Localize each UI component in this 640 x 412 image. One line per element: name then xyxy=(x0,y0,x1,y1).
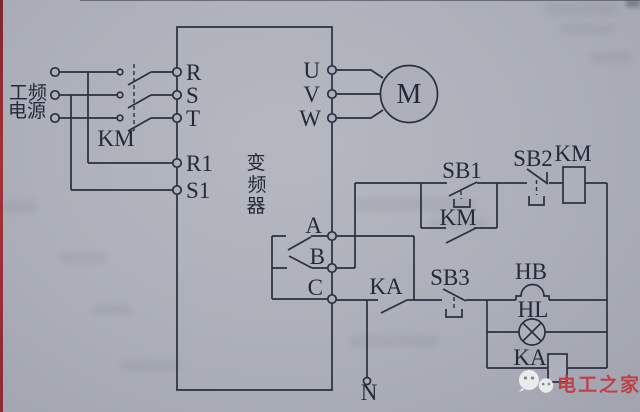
km-main-label: KM xyxy=(97,126,134,151)
km-coil-label: KM xyxy=(554,141,591,166)
sb1-button-cap xyxy=(453,199,471,208)
terminal-label-v: V xyxy=(303,82,320,107)
ka-coil xyxy=(547,353,568,383)
page-edge-red-line xyxy=(0,0,3,412)
wiring xyxy=(59,26,608,391)
terminal-label-n: N xyxy=(361,380,378,405)
bleed-through-smudge xyxy=(2,200,36,214)
bleed-through-smudge xyxy=(350,335,438,347)
bell-symbol xyxy=(515,283,550,300)
sb1-blade xyxy=(448,181,478,197)
scan-corner-smudge xyxy=(626,0,640,7)
ka-contact-label: KA xyxy=(369,274,403,299)
inverter-box xyxy=(176,26,333,391)
bleed-through-smudge xyxy=(430,218,488,229)
hb-label: HB xyxy=(515,259,547,284)
terminal-label-w: W xyxy=(299,106,321,131)
sb2-button-cap xyxy=(528,196,545,206)
bleed-through-smudge xyxy=(545,3,617,15)
bleed-through-smudge xyxy=(92,305,132,315)
sb2-label: SB2 xyxy=(513,146,553,171)
terminal-label-s1: S1 xyxy=(186,178,210,203)
scan-top-edge xyxy=(80,0,640,1)
inverter-label-char1: 变 xyxy=(246,152,265,174)
terminal-label-s: S xyxy=(186,83,199,108)
relay-changeover-switch xyxy=(271,235,328,300)
km-main-contact-blades xyxy=(127,71,152,132)
bleed-through-smudge xyxy=(560,24,615,34)
sb2-blade xyxy=(526,168,549,185)
terminal-nodes xyxy=(49,64,372,386)
terminal-label-r1: R1 xyxy=(186,151,213,176)
sb3-blade xyxy=(442,288,467,302)
supply-label-line2: 电源 xyxy=(8,100,46,122)
inverter-label-char3: 器 xyxy=(246,196,265,217)
terminal-label-a: A xyxy=(305,213,322,238)
terminal-label-t: T xyxy=(186,106,200,131)
km-coil xyxy=(562,166,586,204)
terminal-label-c: C xyxy=(308,275,323,300)
km-aux-contact-blade xyxy=(445,227,477,244)
supply-label-line1: 工频 xyxy=(9,82,47,104)
sb3-label: SB3 xyxy=(430,265,470,290)
lamp-symbol xyxy=(518,318,546,346)
wechat-icon xyxy=(519,370,554,393)
watermark-text: 电工之家 xyxy=(557,373,640,396)
inverter-label-char2: 频 xyxy=(247,174,266,196)
motor-label: M xyxy=(397,79,422,110)
terminal-label-b: B xyxy=(310,244,325,269)
hl-label: HL xyxy=(518,297,549,322)
motor-circle xyxy=(379,64,439,124)
bleed-through-smudge xyxy=(356,198,474,211)
terminal-label-u: U xyxy=(303,58,320,83)
km-aux-label: KM xyxy=(439,205,476,230)
bleed-through-smudge xyxy=(60,252,106,263)
sb1-label: SB1 xyxy=(442,158,482,183)
ka-contact-blade xyxy=(380,299,408,314)
terminal-label-r: R xyxy=(186,60,202,85)
ka-coil-label: KA xyxy=(513,345,547,370)
bleed-through-smudge xyxy=(120,360,180,371)
bleed-through-smudge xyxy=(590,52,632,64)
sb3-button-cap xyxy=(445,309,463,318)
